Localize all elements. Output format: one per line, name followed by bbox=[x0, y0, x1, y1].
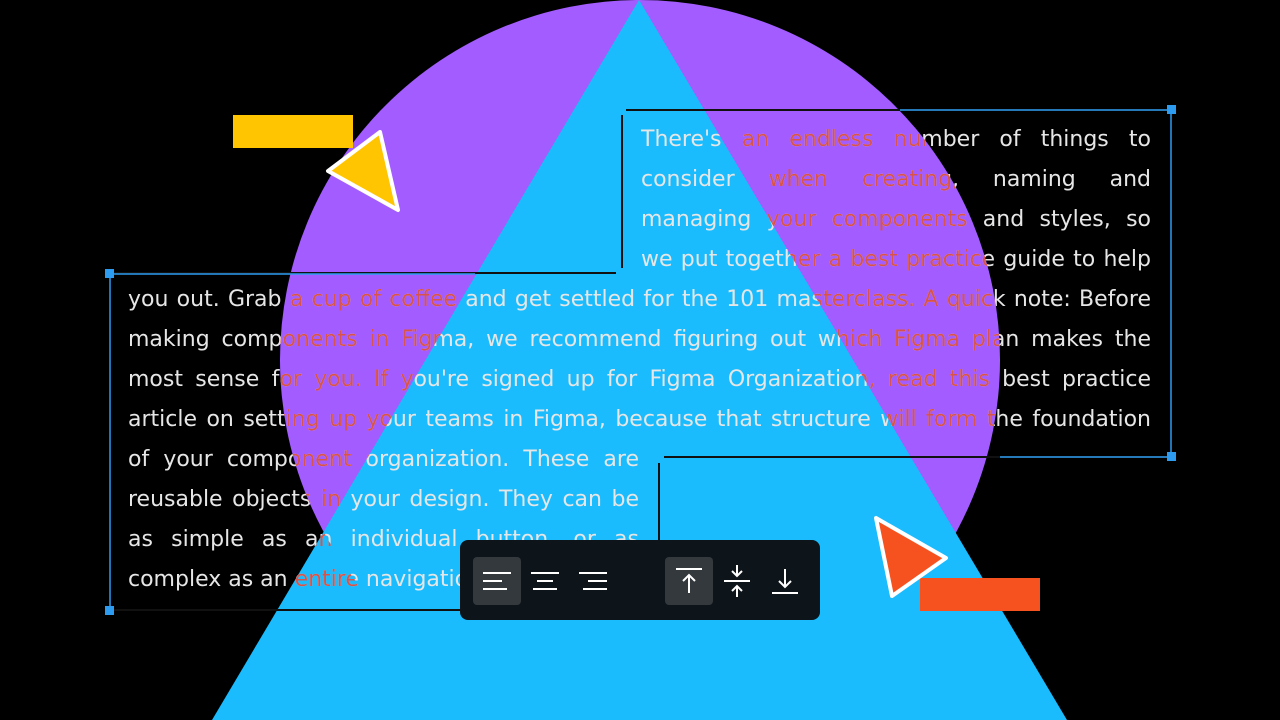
text-line-content[interactable]: we put together a best practice guide to… bbox=[641, 247, 1151, 272]
text-line: we put together a best practice guide to… bbox=[0, 240, 1280, 280]
resize-handle-bottom-left[interactable] bbox=[105, 606, 114, 615]
collaborator-name-tag-orange bbox=[920, 578, 1040, 611]
text-line-content[interactable]: managing your components and styles, so bbox=[641, 207, 1151, 232]
align-bottom-icon bbox=[772, 569, 798, 594]
align-left-icon bbox=[483, 572, 511, 590]
blue-triangle[interactable] bbox=[212, 0, 1067, 720]
align-middle-button[interactable] bbox=[713, 557, 761, 605]
align-bottom-button[interactable] bbox=[761, 557, 809, 605]
text-line: reusable objects in your design. They ca… bbox=[0, 480, 1280, 520]
align-center-icon bbox=[531, 572, 559, 590]
align-top-icon bbox=[676, 568, 702, 593]
cursor-arrow-icon bbox=[326, 130, 400, 212]
text-line: you out. Grab a cup of coffee and get se… bbox=[0, 280, 1280, 320]
text-line: managing your components and styles, so bbox=[0, 200, 1280, 240]
cursor-arrow-icon bbox=[874, 516, 948, 598]
text-line-content[interactable]: article on setting up your teams in Figm… bbox=[128, 407, 1151, 432]
align-left-button[interactable] bbox=[473, 557, 521, 605]
text-line-content[interactable]: you out. Grab a cup of coffee and get se… bbox=[128, 287, 1151, 312]
text-line: most sense for you. If you're signed up … bbox=[0, 360, 1280, 400]
text-line: article on setting up your teams in Figm… bbox=[0, 400, 1280, 440]
text-line: There's an endless number of things to bbox=[0, 120, 1280, 160]
collaborator-name-tag-yellow bbox=[233, 115, 353, 148]
resize-handle-bottom-right[interactable] bbox=[1167, 452, 1176, 461]
align-center-button[interactable] bbox=[521, 557, 569, 605]
text-line: making components in Figma, we recommend… bbox=[0, 320, 1280, 360]
resize-handle-top-left[interactable] bbox=[105, 269, 114, 278]
text-line-content[interactable]: There's an endless number of things to bbox=[641, 127, 1151, 152]
text-line-content[interactable]: reusable objects in your design. They ca… bbox=[128, 487, 639, 512]
align-right-button[interactable] bbox=[569, 557, 617, 605]
align-middle-icon bbox=[724, 565, 750, 597]
text-line-content[interactable]: consider when creating, naming and bbox=[641, 167, 1151, 192]
text-line-content[interactable]: most sense for you. If you're signed up … bbox=[128, 367, 1151, 392]
text-line: of your component organization. These ar… bbox=[0, 440, 1280, 480]
resize-handle-top-right[interactable] bbox=[1167, 105, 1176, 114]
text-alignment-toolbar bbox=[460, 540, 820, 620]
text-line: consider when creating, naming and bbox=[0, 160, 1280, 200]
text-line-content[interactable]: making components in Figma, we recommend… bbox=[128, 327, 1151, 352]
text-line-content[interactable]: of your component organization. These ar… bbox=[128, 447, 639, 472]
align-right-icon bbox=[579, 572, 607, 590]
align-top-button[interactable] bbox=[665, 557, 713, 605]
